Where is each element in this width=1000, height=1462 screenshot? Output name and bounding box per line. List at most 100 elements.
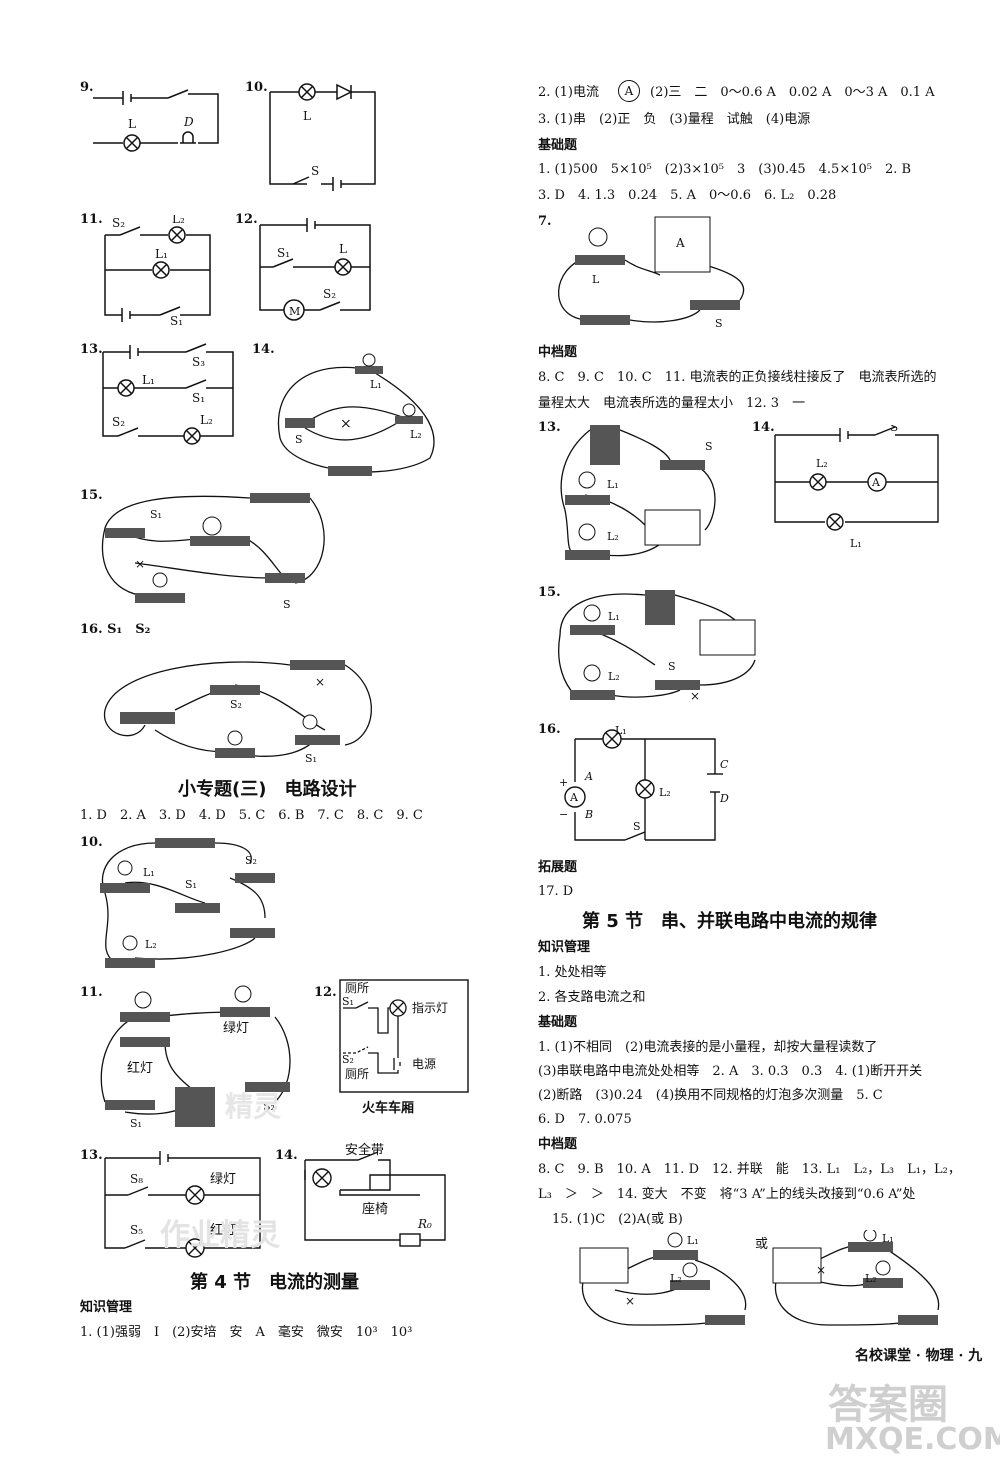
q15-number: 15. xyxy=(538,585,561,600)
svg-text:×: × xyxy=(315,675,325,689)
section5-basic-heading: 基础题 xyxy=(538,1015,578,1030)
label-c: C xyxy=(720,758,729,771)
label-a: A xyxy=(675,236,685,250)
label-s1: S₁ xyxy=(170,314,183,325)
label-s2: S₂ xyxy=(323,287,336,301)
circuit-13: S₃ L₁ S₁ S₂ L₂ xyxy=(102,343,234,445)
label-s: S xyxy=(890,425,898,434)
section5-basic-4: 6. D 7. 0.075 xyxy=(538,1112,632,1127)
label-seat-belt: 安全带 xyxy=(345,1142,384,1158)
design-12-train-circuit: 厕所 S₁ 指示灯 S₂ 厕所 电源 火车车厢 xyxy=(339,979,469,1116)
circuit-15-physical: × S₁ S xyxy=(101,493,325,611)
label-seat: 座椅 xyxy=(362,1202,388,1217)
design-13-circuit: S₈ 绿灯 S₅ 红灯 xyxy=(104,1151,261,1258)
circuit-9: S L D xyxy=(93,88,219,152)
design-11-physical: 红灯 绿灯 S₁ S₂ xyxy=(100,985,291,1130)
label-s1: S₁ xyxy=(185,878,197,891)
section5-basic-3: (2)断路 (3)0.24 (4)换用不同规格的灯泡多次测量 5. C xyxy=(538,1088,883,1103)
s11-number: 11. xyxy=(80,985,103,1000)
label-l1: L₁ xyxy=(687,1234,699,1247)
r-answer-3: 3. (1)串 (2)正 负 (3)量程 试触 (4)电源 xyxy=(538,112,811,127)
label-s5: S₅ xyxy=(130,1223,143,1237)
q14-number: 14. xyxy=(252,342,275,357)
ammeter-circuit-15: × L₁ L₂ S xyxy=(558,590,756,703)
s14-number: 14. xyxy=(275,1148,298,1163)
label-s: S xyxy=(311,164,319,178)
label-l2: L₂ xyxy=(172,215,185,226)
label-a: A xyxy=(584,770,593,783)
section4-knowledge-heading: 知识管理 xyxy=(80,1300,133,1315)
ammeter-circuit-7: A L S xyxy=(557,216,745,330)
label-b: B xyxy=(584,808,593,821)
label-power: 电源 xyxy=(412,1057,436,1071)
circuit-14-physical: × L₁ L₂ S xyxy=(277,353,435,476)
circuit-10: L S xyxy=(269,83,376,191)
label-s1: S₁ xyxy=(192,391,205,405)
label-l2: L₂ xyxy=(200,413,213,427)
label-s1: S₁ xyxy=(305,752,317,765)
q9-number: 9. xyxy=(80,80,94,95)
label-indicator-lamp: 指示灯 xyxy=(412,1000,448,1015)
label-s2: S₂ xyxy=(263,1100,275,1113)
q12-number: 12. xyxy=(235,212,258,227)
or-label: 或 xyxy=(755,1237,769,1252)
watermark-faint-1: 作业精灵 xyxy=(160,1218,280,1253)
section5-mid-heading: 中档题 xyxy=(538,1137,578,1152)
label-red-lamp: 红灯 xyxy=(210,1222,236,1238)
label-l: L xyxy=(592,273,600,286)
basic-heading: 基础题 xyxy=(538,138,578,153)
q13-number: 13. xyxy=(80,342,103,357)
label-l1: L₁ xyxy=(142,373,155,387)
label-a-meter: A xyxy=(569,791,579,804)
label-l: L xyxy=(303,109,311,123)
section5-basic-2: (3)串联电路中电流处处相等 2. A 3. 0.3 0.3 4. (1)断开开… xyxy=(538,1064,923,1079)
label-s2: S₂ xyxy=(112,415,125,429)
section5-mid-2: L₃ ＞ ＞ 14. 变大 不变 将“3 A”上的线头改接到“0.6 A”处 xyxy=(538,1187,916,1202)
section5-k1: 1. 处处相等 xyxy=(538,965,607,980)
page-footer: 名校课堂 · 物理 · 九 xyxy=(855,1348,983,1364)
extend-answer-17: 17. D xyxy=(538,884,574,899)
label-s: S xyxy=(283,598,291,611)
label-l1: L₁ xyxy=(607,478,619,491)
label-l2: L₂ xyxy=(816,457,828,470)
label-l: L xyxy=(339,242,347,256)
label-s: S xyxy=(174,88,182,91)
label-l2: L₂ xyxy=(865,1272,877,1285)
label-s: S xyxy=(295,433,303,446)
q11-number: 11. xyxy=(80,212,103,227)
label-l1: L₁ xyxy=(850,537,862,550)
label-d: D xyxy=(719,792,729,805)
svg-text:×: × xyxy=(135,557,145,571)
ammeter-circuit-13: S L₁ L₂ xyxy=(560,425,716,560)
series-circuit-15a: × L₁ L₂ xyxy=(579,1232,747,1326)
label-l1: L₁ xyxy=(608,610,620,623)
q15-number: 15. xyxy=(80,488,103,503)
label-l1: L₁ xyxy=(615,724,627,737)
s12-number: 12. xyxy=(314,985,337,1000)
label-toilet-1: 厕所 xyxy=(345,981,369,995)
design-14-circuit: 安全带 座椅 R₀ xyxy=(304,1142,446,1247)
label-s: S xyxy=(705,440,713,453)
series-circuit-15b: × L₁ L₂ xyxy=(772,1230,940,1326)
section5-mid-3: 15. (1)C (2)A(或 B) xyxy=(552,1212,683,1227)
label-l1: L₁ xyxy=(155,247,168,261)
mid-answers-2: 量程太大 电流表所选的量程太小 12. 3 一 xyxy=(538,396,806,411)
label-minus: − xyxy=(559,808,568,821)
label-l2: L₂ xyxy=(410,428,422,441)
q13-number: 13. xyxy=(538,420,561,435)
section5-mid-1: 8. C 9. B 10. A 11. D 12. 并联 能 13. L₁ L₂… xyxy=(538,1162,961,1177)
s13-number: 13. xyxy=(80,1148,103,1163)
svg-text:×: × xyxy=(340,416,352,432)
ammeter-circuit-16: L₁ A A B + − C D L₂ S xyxy=(559,724,729,841)
r-answer-2-prefix: 2. (1)电流 xyxy=(538,85,599,100)
label-plus: + xyxy=(559,776,568,789)
section5-title: 第 5 节 串、并联电路中电流的规律 xyxy=(582,911,878,932)
label-l2: L₂ xyxy=(659,786,671,799)
watermark-faint-2: 精灵 xyxy=(225,1090,282,1123)
label-green-lamp: 绿灯 xyxy=(223,1021,249,1036)
label-r0: R₀ xyxy=(417,1217,432,1231)
label-l1: L₁ xyxy=(882,1232,894,1245)
r-answer-2-rest: (2)三 二 0～0.6 A 0.02 A 0～3 A 0.1 A xyxy=(650,85,935,100)
label-s1: S₁ xyxy=(130,1117,142,1130)
mid-answers-1: 8. C 9. C 10. C 11. 电流表的正负接线柱接反了 电流表所选的 xyxy=(538,370,937,385)
